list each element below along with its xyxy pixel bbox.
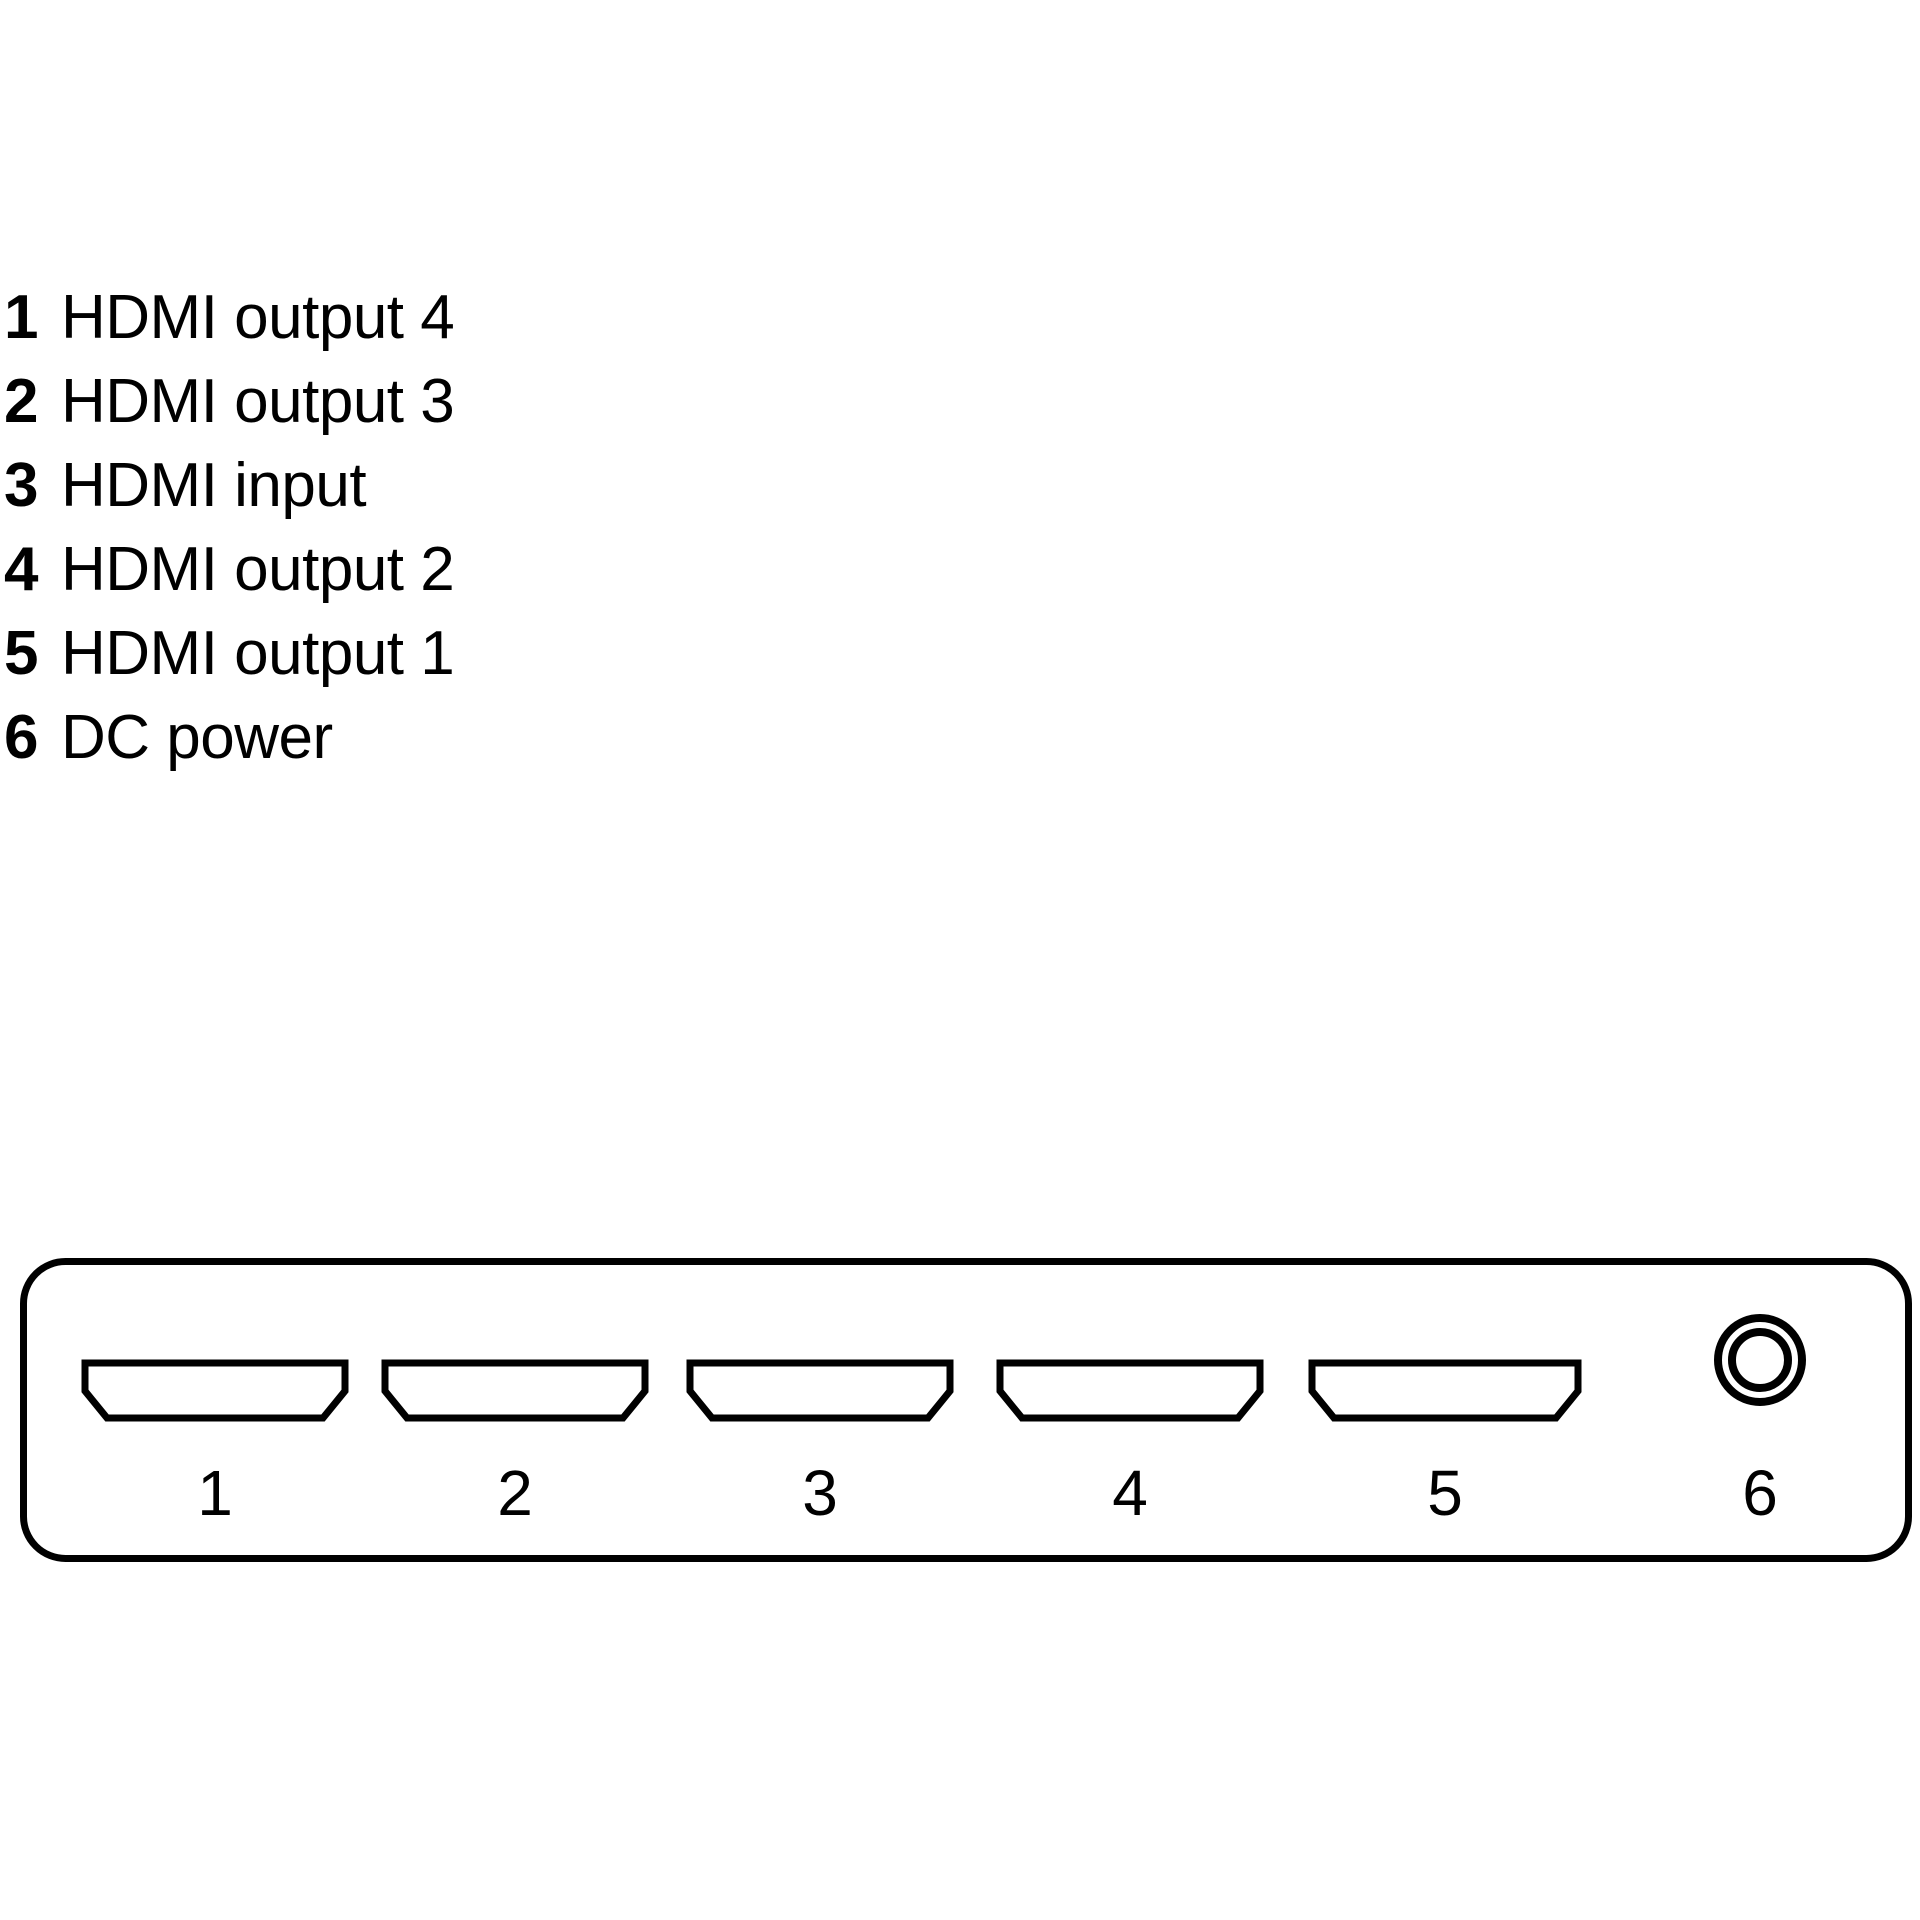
device-rear-panel-drawing: 1 2 3 4 5 6: [20, 1258, 1912, 1562]
hdmi-port-3: [686, 1359, 954, 1422]
legend-item-label: HDMI output 4: [61, 283, 455, 352]
legend-item-label: HDMI output 2: [61, 535, 455, 604]
port-label-4: 4: [1112, 1457, 1148, 1529]
legend-item-number: 4: [4, 535, 38, 604]
hdmi-port-4: [996, 1359, 1264, 1422]
port-label-3: 3: [802, 1457, 838, 1529]
legend-item-label: HDMI output 3: [61, 367, 455, 436]
legend-item-number: 5: [4, 619, 38, 688]
port-label-2: 2: [497, 1457, 533, 1529]
legend-item-label: HDMI output 1: [61, 619, 455, 688]
dc-power-jack-inner-ring: [1728, 1328, 1792, 1392]
legend-item-6: 6 DC power: [4, 696, 904, 780]
legend-item-5: 5 HDMI output 1: [4, 612, 904, 696]
legend-item-1: 1 HDMI output 4: [4, 276, 904, 360]
legend-item-label: DC power: [61, 703, 333, 772]
hdmi-port-2: [381, 1359, 649, 1422]
hdmi-port-5: [1308, 1359, 1582, 1422]
port-label-1: 1: [197, 1457, 233, 1529]
device-chassis: [20, 1258, 1912, 1562]
device-illustration: 1 2 3 4 5 6: [0, 1240, 1920, 1600]
port-label-5: 5: [1427, 1457, 1463, 1529]
legend-item-number: 6: [4, 703, 38, 772]
legend-item-number: 3: [4, 451, 38, 520]
legend-item-2: 2 HDMI output 3: [4, 360, 904, 444]
legend-item-4: 4 HDMI output 2: [4, 528, 904, 612]
legend-item-number: 2: [4, 367, 38, 436]
hdmi-port-1: [81, 1359, 349, 1422]
legend-item-3: 3 HDMI input: [4, 444, 904, 528]
legend-item-number: 1: [4, 283, 38, 352]
port-label-6: 6: [1742, 1457, 1778, 1529]
legend-item-label: HDMI input: [61, 451, 367, 520]
legend-list: 1 HDMI output 4 2 HDMI output 3 3 HDMI i…: [4, 276, 904, 780]
